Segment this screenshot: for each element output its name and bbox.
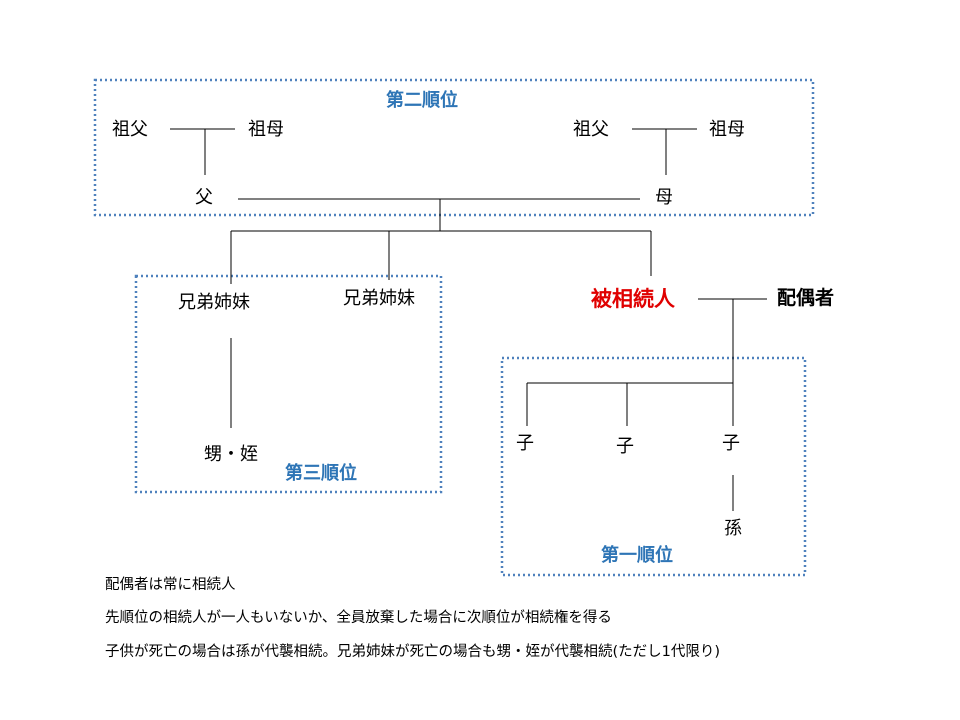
note-order: 先順位の相続人が一人もいないか、全員放棄した場合に次順位が相続権を得る [105,610,612,626]
sibling-2: 兄弟姉妹 [343,288,415,309]
second-rank-box [93,78,815,217]
grandmother-maternal: 祖母 [709,119,745,140]
note-spouse: 配偶者は常に相続人 [105,577,236,593]
mother: 母 [655,187,673,208]
grandfather-maternal: 祖父 [573,119,609,140]
first-rank-title: 第一順位 [601,545,673,566]
first-rank-box [500,356,807,577]
grandmother-paternal: 祖母 [248,119,284,140]
spouse: 配偶者 [777,287,835,309]
child-1: 子 [516,433,534,454]
sibling-1: 兄弟姉妹 [178,292,250,313]
nephew-niece: 甥・姪 [204,444,258,465]
second-rank-title: 第二順位 [386,90,458,111]
child-3: 子 [722,433,740,454]
grandfather-paternal: 祖父 [112,119,148,140]
note-representation: 子供が死亡の場合は孫が代襲相続。兄弟姉妹が死亡の場合も甥・姪が代襲相続(ただし1… [105,644,721,660]
child-2: 子 [616,436,634,457]
third-rank-title: 第三順位 [285,463,357,484]
grandchild: 孫 [724,518,742,539]
father: 父 [195,187,213,208]
decedent: 被相続人 [591,287,675,311]
